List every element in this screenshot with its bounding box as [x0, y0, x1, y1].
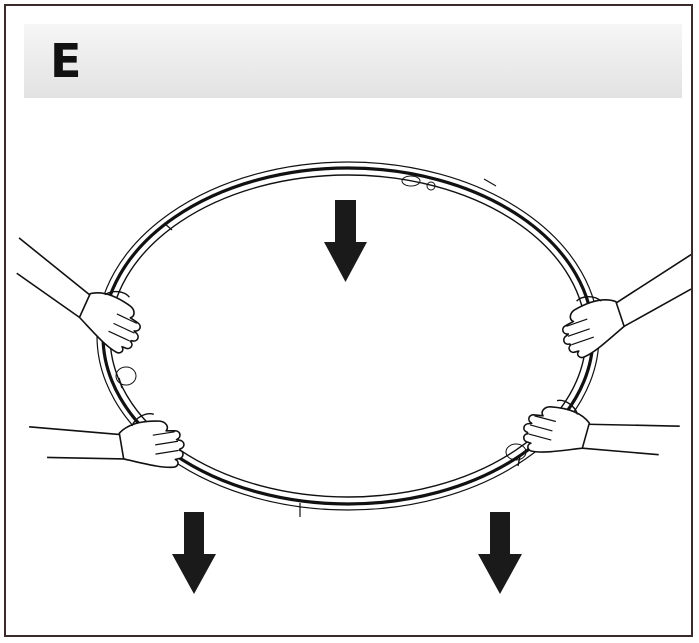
step-banner: E — [24, 24, 682, 98]
left-lower-hand-icon — [28, 390, 190, 500]
down-arrow-icon — [478, 512, 522, 594]
right-lower-hand-icon — [516, 375, 681, 497]
mirror-installation-illustration — [6, 161, 691, 594]
step-letter: E — [50, 34, 82, 88]
instruction-panel: E — [4, 4, 693, 637]
down-arrow-icon — [172, 512, 216, 594]
down-arrow-icon — [324, 200, 367, 282]
